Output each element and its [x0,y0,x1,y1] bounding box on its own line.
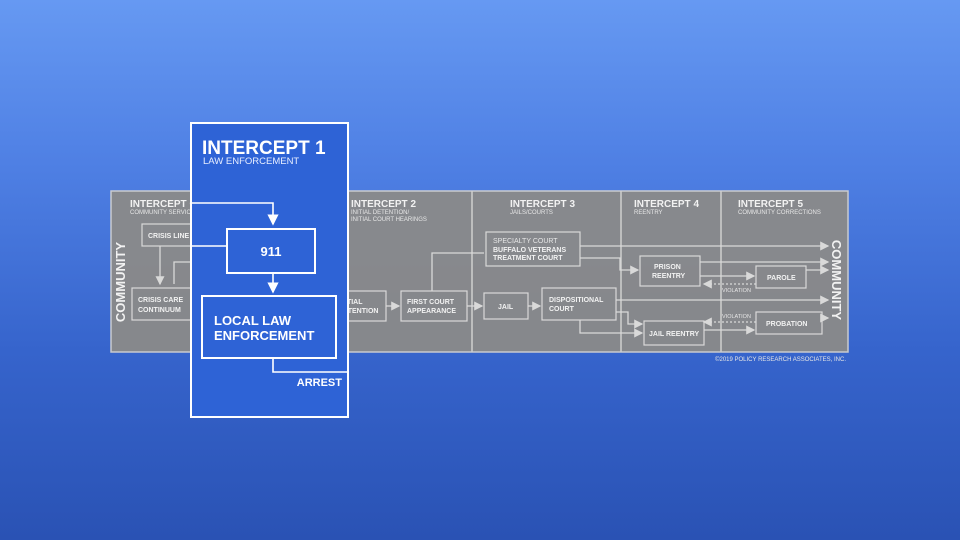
box-911 [226,228,316,274]
crisis-care-label-1: CRISIS CARE [138,297,183,304]
dispositional-court-box [541,287,617,321]
jail-reentry-box [643,320,705,346]
probation-box [755,311,823,335]
lle-label-1: LOCAL LAW [214,313,292,328]
copyright: ©2019 POLICY RESEARCH ASSOCIATES, INC. [715,356,846,363]
connector [616,311,644,329]
first-court-label-1: FIRST COURT [407,299,455,306]
initial-detention-label-2: DETENTION [338,308,378,315]
initial-detention-label-1: INITIAL [338,299,363,306]
community-left-label: COMMUNITY [113,242,128,322]
buffalo-label-2: TREATMENT COURT [493,255,563,262]
connector [173,261,190,284]
crisis-line-label: CRISIS LINE [148,233,190,240]
intercept0-subtitle: COMMUNITY SERVICES [130,210,199,216]
intercept2-subtitle-1: INITIAL DETENTION/ [351,210,409,216]
connector-arrest [272,358,348,373]
first-court-label-2: APPEARANCE [407,308,456,315]
violation-label-1: VIOLATION [722,288,751,294]
violation-label-2: VIOLATION [722,314,751,320]
intercept2-subtitle-2: INITIAL COURT HEARINGS [351,217,427,223]
connector-to-911 [191,202,279,226]
connector [579,320,644,338]
box-911-label: 911 [261,244,282,259]
buffalo-label-1: BUFFALO VETERANS [493,247,566,254]
intercept1-panel [190,122,349,418]
specialty-court-label: SPECIALTY COURT [493,238,558,245]
crisis-care-label-2: CONTINUUM [138,307,181,314]
jail-reentry-label: JAIL REENTRY [649,331,700,338]
parole-box [755,265,807,289]
intercept4-title: INTERCEPT 4 [634,199,699,210]
intercept2-title: INTERCEPT 2 [351,199,416,210]
lle-label-2: ENFORCEMENT [214,328,314,343]
local-law-enforcement-box [201,295,337,359]
prison-reentry-label-2: REENTRY [652,273,686,280]
intercept1-title: INTERCEPT 1 [202,138,326,159]
prison-reentry-label-1: PRISON [654,264,681,271]
intercept5-subtitle: COMMUNITY CORRECTIONS [738,210,821,216]
community-right-label: COMMUNITY [829,240,844,320]
intercept3-subtitle: JAILS/COURTS [510,210,553,216]
jail-label: JAIL [498,304,514,311]
probation-label: PROBATION [766,321,807,328]
parole-label: PAROLE [767,275,796,282]
intercept0-title: INTERCEPT 0 [130,199,195,210]
dispositional-label-1: DISPOSITIONAL [549,297,604,304]
specialty-court-box [485,231,581,267]
connector [580,257,640,275]
intercept1-subtitle: LAW ENFORCEMENT [203,156,299,167]
connector [431,252,484,291]
intercept3-title: INTERCEPT 3 [510,199,575,210]
intercept5-title: INTERCEPT 5 [738,199,803,210]
prison-reentry-box [639,255,701,287]
arrest-label: ARREST [297,377,343,389]
dispositional-label-2: COURT [549,306,575,313]
intercept4-subtitle: REENTRY [634,210,663,216]
